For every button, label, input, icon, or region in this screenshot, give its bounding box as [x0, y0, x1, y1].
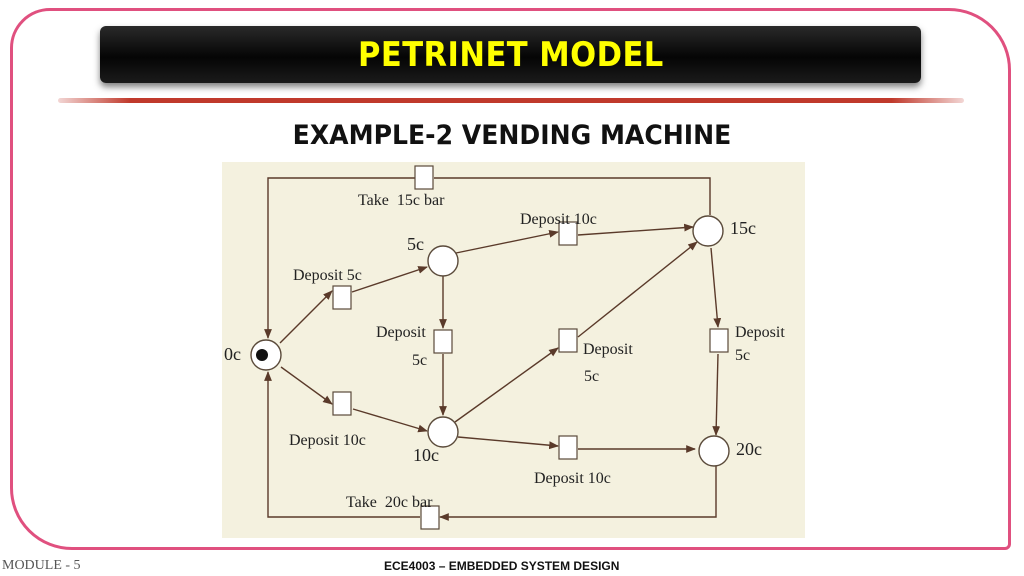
place-10c [427, 416, 459, 448]
transition-deposit-5c-15-20 [709, 328, 729, 353]
label-deposit-5-10-line1: Deposit [376, 324, 426, 341]
transition-deposit-5c-5-10 [433, 329, 453, 354]
transition-take-15c-bar [414, 165, 434, 190]
label-take-15c-bar: Take 15c bar [358, 192, 445, 209]
label-place-10c: 10c [413, 445, 439, 465]
arc-dep5-p5 [351, 266, 428, 293]
arc-dep10-p10 [352, 408, 428, 433]
title-underline [58, 98, 964, 103]
transition-deposit-5c-0-5 [332, 285, 352, 310]
slide-title: PETRINET MODEL [357, 34, 664, 75]
arc-p0-dep5 [279, 290, 333, 344]
arc-p10-dep10b [457, 436, 559, 450]
label-deposit-10-15-line1: Deposit [583, 341, 633, 358]
label-deposit-10c-10-20: Deposit 10c [534, 470, 611, 487]
label-deposit-10c-0-10: Deposit 10c [289, 432, 366, 449]
label-place-15c: 15c [730, 218, 756, 238]
label-place-5c: 5c [407, 234, 424, 254]
arc-p15-take15 [434, 177, 711, 215]
transition-deposit-10c-0-10 [332, 391, 352, 416]
label-deposit-5c-0-5: Deposit 5c [293, 267, 362, 284]
token-0c [256, 349, 268, 361]
footer-course: ECE4003 – EMBEDDED SYSTEM DESIGN [384, 559, 620, 573]
arc-p10-dep5c [454, 347, 559, 423]
transition-deposit-10c-10-20 [558, 435, 578, 460]
label-deposit-10-15-line2: 5c [584, 368, 599, 385]
transition-take-20c-bar [420, 505, 440, 530]
arc-p0-dep10 [280, 366, 333, 405]
transition-deposit-10c-5-15 [558, 221, 578, 246]
slide-subtitle: EXAMPLE-2 VENDING MACHINE [292, 120, 732, 151]
arc-dep5c-p15 [577, 241, 698, 338]
arc-dep5d-p20 [712, 353, 721, 436]
arc-take20-p0 [264, 371, 420, 518]
place-5c [427, 245, 459, 277]
label-place-20c: 20c [736, 439, 762, 459]
arc-p20-take20 [439, 466, 717, 521]
label-place-0c: 0c [224, 344, 241, 364]
arc-p15-dep5d [710, 247, 722, 328]
arc-p5-dep10 [455, 229, 559, 254]
label-deposit-5-10-line2: 5c [412, 352, 427, 369]
footer-module: MODULE - 5 [2, 558, 81, 573]
label-deposit-10c-5-15: Deposit 10c [520, 211, 597, 228]
label-take-20c-bar: Take 20c bar [346, 494, 433, 511]
transition-deposit-5c-10-15 [558, 328, 578, 353]
label-deposit-15-20-line1: Deposit [735, 324, 785, 341]
petri-net-diagram: 0c 5c 10c 15c 20c Take 15c bar Deposit 5… [222, 162, 805, 538]
place-20c [698, 435, 730, 467]
label-deposit-15-20-line2: 5c [735, 347, 750, 364]
arc-dep10-p15 [577, 223, 694, 236]
place-15c [692, 215, 724, 247]
arc-take15-p0 [264, 177, 416, 339]
petri-net-svg: 0c 5c 10c 15c 20c Take 15c bar Deposit 5… [224, 165, 785, 530]
title-bar: PETRINET MODEL [100, 26, 921, 83]
